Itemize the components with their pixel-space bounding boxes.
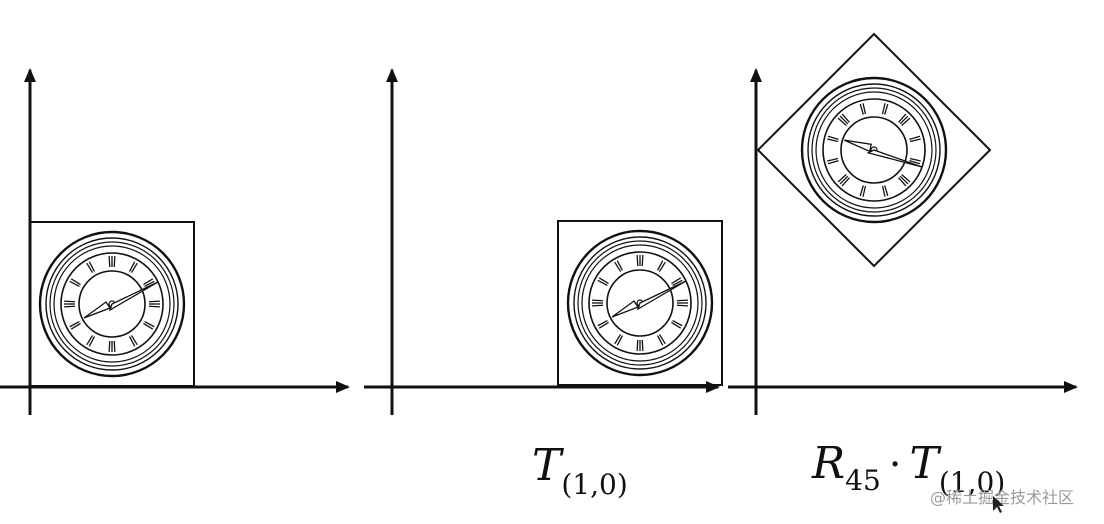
panel-translated: T(1,0) — [364, 68, 723, 501]
panel-original — [0, 68, 350, 415]
panel-rotated-translated: R45·T(1,0) — [728, 32, 1078, 499]
frame-diamond — [756, 32, 992, 268]
caption-rotation-translation: R45·T(1,0) — [811, 438, 1005, 499]
caption-translation: T(1,0) — [532, 440, 628, 501]
clock-image — [770, 46, 978, 254]
clock-image — [38, 230, 186, 378]
cursor-icon — [993, 496, 1004, 513]
frame-square — [557, 220, 723, 386]
frame-square — [29, 221, 195, 387]
clock-image — [566, 229, 714, 377]
watermark: @稀土掘金技术社区 — [930, 488, 1074, 507]
